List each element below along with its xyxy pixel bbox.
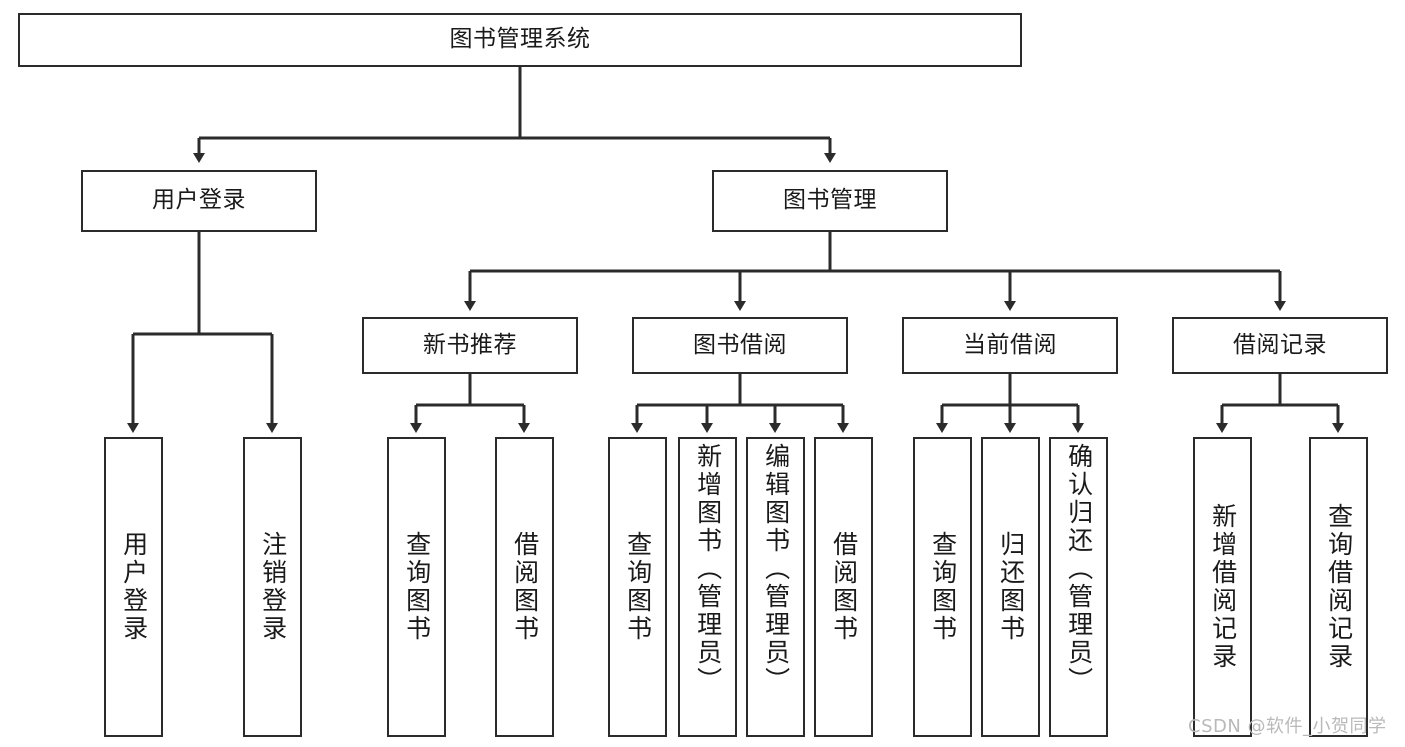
node-label: 借阅图书 — [829, 531, 859, 643]
node-leaf-record-add[interactable]: 新增借阅记录 — [1193, 437, 1252, 737]
node-leaf-recommend-borrow-book[interactable]: 借阅图书 — [495, 437, 554, 737]
node-borrow-record[interactable]: 借阅记录 — [1172, 317, 1388, 374]
node-label: 归还图书 — [996, 531, 1026, 643]
node-label: 用户登录 — [152, 187, 246, 214]
node-leaf-current-return-book[interactable]: 归还图书 — [981, 437, 1040, 737]
node-book-management[interactable]: 图书管理 — [712, 170, 948, 232]
node-label: 确认归还（管理员） — [1064, 443, 1094, 695]
node-label: 查询图书 — [402, 531, 432, 643]
node-label: 图书管理 — [783, 187, 877, 214]
node-label: 借阅图书 — [510, 531, 540, 643]
node-label: 编辑图书（管理员） — [761, 443, 791, 695]
node-label: 新增借阅记录 — [1208, 503, 1238, 671]
node-leaf-user-login[interactable]: 用户登录 — [104, 437, 163, 737]
node-label: 注销登录 — [258, 531, 288, 643]
node-root-book-management-system[interactable]: 图书管理系统 — [18, 13, 1022, 67]
node-leaf-record-query[interactable]: 查询借阅记录 — [1309, 437, 1368, 737]
node-label: 图书管理系统 — [449, 26, 591, 53]
node-leaf-current-confirm-return-admin[interactable]: 确认归还（管理员） — [1049, 437, 1108, 737]
node-leaf-current-query-book[interactable]: 查询图书 — [913, 437, 972, 737]
node-user-login[interactable]: 用户登录 — [81, 170, 317, 232]
node-leaf-borrow-edit-book-admin[interactable]: 编辑图书（管理员） — [746, 437, 805, 737]
node-label: 借阅记录 — [1233, 331, 1327, 358]
node-current-borrow[interactable]: 当前借阅 — [902, 317, 1118, 374]
watermark: CSDN @软件_小贺同学 — [1188, 716, 1387, 737]
node-label: 新增图书（管理员） — [693, 443, 723, 695]
node-leaf-borrow-query-book[interactable]: 查询图书 — [608, 437, 667, 737]
node-label: 用户登录 — [119, 531, 149, 643]
node-leaf-borrow-lend-book[interactable]: 借阅图书 — [814, 437, 873, 737]
node-leaf-user-logout[interactable]: 注销登录 — [243, 437, 302, 737]
node-label: 新书推荐 — [423, 331, 517, 358]
node-label: 查询图书 — [623, 531, 653, 643]
node-label: 查询图书 — [928, 531, 958, 643]
node-label: 查询借阅记录 — [1324, 503, 1354, 671]
node-leaf-borrow-add-book-admin[interactable]: 新增图书（管理员） — [678, 437, 737, 737]
node-leaf-recommend-query-book[interactable]: 查询图书 — [387, 437, 446, 737]
node-book-borrow[interactable]: 图书借阅 — [632, 317, 848, 374]
node-label: 当前借阅 — [963, 331, 1057, 358]
node-new-book-recommend[interactable]: 新书推荐 — [362, 317, 578, 374]
node-label: 图书借阅 — [693, 331, 787, 358]
